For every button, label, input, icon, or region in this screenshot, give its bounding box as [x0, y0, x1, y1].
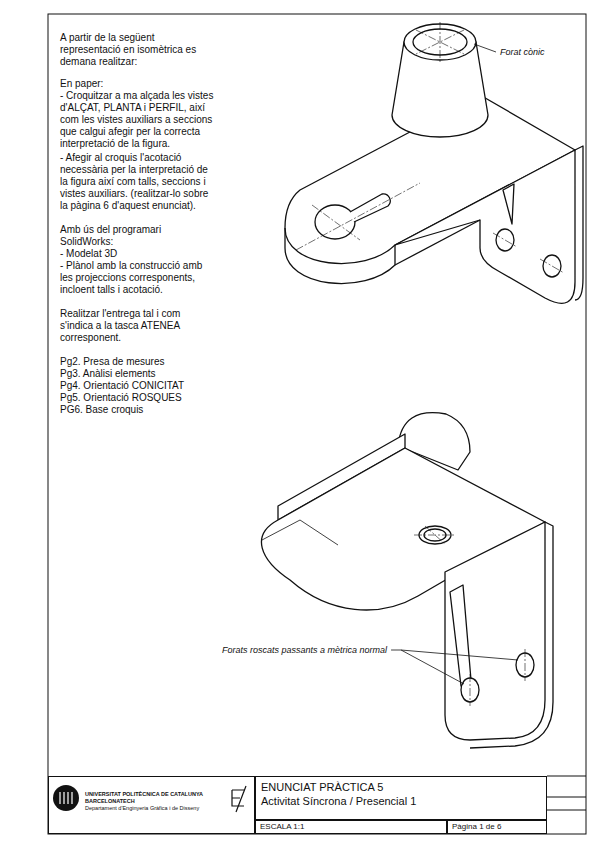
callout-label-box: Forat cònic: [500, 46, 545, 58]
isometric-top-view-part: [350, 194, 390, 222]
isometric-bottom-view-part: [262, 520, 338, 545]
center-line-part: [525, 649, 526, 681]
page-index: Pg3. Anàlisi elements: [60, 368, 215, 380]
university-logo-part-part: [236, 786, 246, 812]
center-line-part: [425, 526, 445, 544]
sheet-frame-part: [547, 776, 586, 777]
university-logo-part-part: [59, 792, 60, 804]
cell-text: Departament d'Enginyeria Gràfica i de Di…: [85, 805, 250, 812]
intro-text: A partir de la següent representació en …: [60, 32, 215, 68]
page-index-box: Pg3. Anàlisi elements: [60, 368, 215, 380]
instruction-text: - Plànol amb la construcció amb les proj…: [60, 260, 215, 296]
page-index-box: Pg5. Orientació ROSQUES: [60, 392, 215, 404]
page-index-box: Pg4. Orientació CONICITAT: [60, 380, 215, 392]
section-heading-box: Amb ús del programari SolidWorks:: [60, 224, 215, 248]
isometric-top-view-part: [496, 229, 514, 251]
sheet-frame-part: [547, 797, 586, 798]
center-line-part: [470, 674, 471, 706]
page-index-box: Pg2. Presa de mesures: [60, 356, 215, 368]
page-index: PG6. Base croquis: [60, 404, 215, 416]
cell-text: BARCELONATECH: [85, 798, 250, 805]
page-index-box: PG6. Base croquis: [60, 404, 215, 416]
university-logo-part: [60, 792, 72, 804]
instruction-text: - Afegir al croquis l'acotació necessàri…: [60, 152, 215, 212]
university-logo-part: [53, 785, 79, 811]
cell-text: ESCALA 1:1: [260, 822, 442, 832]
isometric-top-view-part: [503, 184, 514, 224]
university-logo-part-part: [63, 792, 64, 804]
center-line-part: [440, 22, 441, 62]
instruction-text: - Modelat 3D: [60, 248, 215, 260]
center-line-part: [414, 535, 456, 536]
cell-text: ENUNCIAT PRÀCTICA 5: [261, 781, 541, 795]
isometric-top-view-part: [395, 150, 575, 303]
isometric-top-view-part: [395, 220, 480, 265]
isometric-bottom-view-part: [445, 522, 545, 740]
sheet-frame: [48, 14, 586, 834]
sheet-frame-part: [48, 14, 586, 834]
page-index: Pg5. Orientació ROSQUES: [60, 392, 215, 404]
university-logo-part: [232, 786, 246, 812]
isometric-top-view-part: [575, 146, 583, 300]
isometric-bottom-view-part: [470, 522, 553, 748]
center-line-part: [296, 183, 420, 250]
instruction-text-box: Realitzar l'entrega tal i com s'indica a…: [60, 308, 215, 344]
center-line-part: [493, 233, 517, 247]
section-heading: En paper:: [60, 78, 215, 90]
university-logo-part-part: [67, 792, 68, 804]
sheet-frame-part: [547, 810, 586, 811]
instruction-text-box: - Modelat 3D: [60, 248, 215, 260]
page-index: Pg4. Orientació CONICITAT: [60, 380, 215, 392]
leader-line: [474, 44, 496, 52]
center-line-part: [312, 205, 360, 240]
center-line: [296, 22, 564, 273]
callout-label: Forats roscats passants a mètrica normal: [222, 644, 387, 656]
university-logo-part-part: [232, 790, 244, 806]
intro-text-box: A partir de la següent representació en …: [60, 32, 215, 68]
cell-text: Activitat Síncrona / Presencial 1: [261, 795, 541, 809]
callout-label: Forat cònic: [500, 46, 545, 58]
center-line-part: [540, 259, 564, 273]
leader-line: [401, 650, 518, 660]
scale-cell: ESCALA 1:1: [255, 820, 447, 834]
instruction-text: Realitzar l'entrega tal i com s'indica a…: [60, 308, 215, 344]
instruction-text-box: - Afegir al croquis l'acotació necessàri…: [60, 152, 215, 212]
instruction-text-box: - Plànol amb la construcció amb les proj…: [60, 260, 215, 296]
title-cell: ENUNCIAT PRÀCTICA 5Activitat Síncrona / …: [255, 776, 547, 820]
isometric-top-view-part: [543, 255, 561, 277]
leader-line: [391, 650, 464, 684]
cell-text: UNIVERSITAT POLITÈCNICA DE CATALUNYA: [85, 791, 250, 798]
callout-label-box: Forats roscats passants a mètrica normal: [222, 644, 387, 656]
page-index: Pg2. Presa de mesures: [60, 356, 215, 368]
isometric-top-view: [285, 24, 583, 303]
isometric-bottom-view: [261, 413, 553, 748]
section-heading: Amb ús del programari SolidWorks:: [60, 224, 215, 248]
page-cell: Pàgina 1 de 6: [447, 820, 547, 834]
section-heading-box: En paper:: [60, 78, 215, 90]
university-logo-part-part: [71, 792, 72, 804]
instruction-text: - Croquitzar a ma alçada les vistes d'AL…: [60, 90, 215, 150]
isometric-bottom-view-part: [450, 585, 471, 686]
instruction-text-box: - Croquitzar a ma alçada les vistes d'AL…: [60, 90, 215, 150]
cell-text: Pàgina 1 de 6: [452, 822, 542, 832]
center-line: [414, 526, 525, 706]
logo-cell: UNIVERSITAT POLITÈCNICA DE CATALUNYABARC…: [48, 776, 255, 834]
